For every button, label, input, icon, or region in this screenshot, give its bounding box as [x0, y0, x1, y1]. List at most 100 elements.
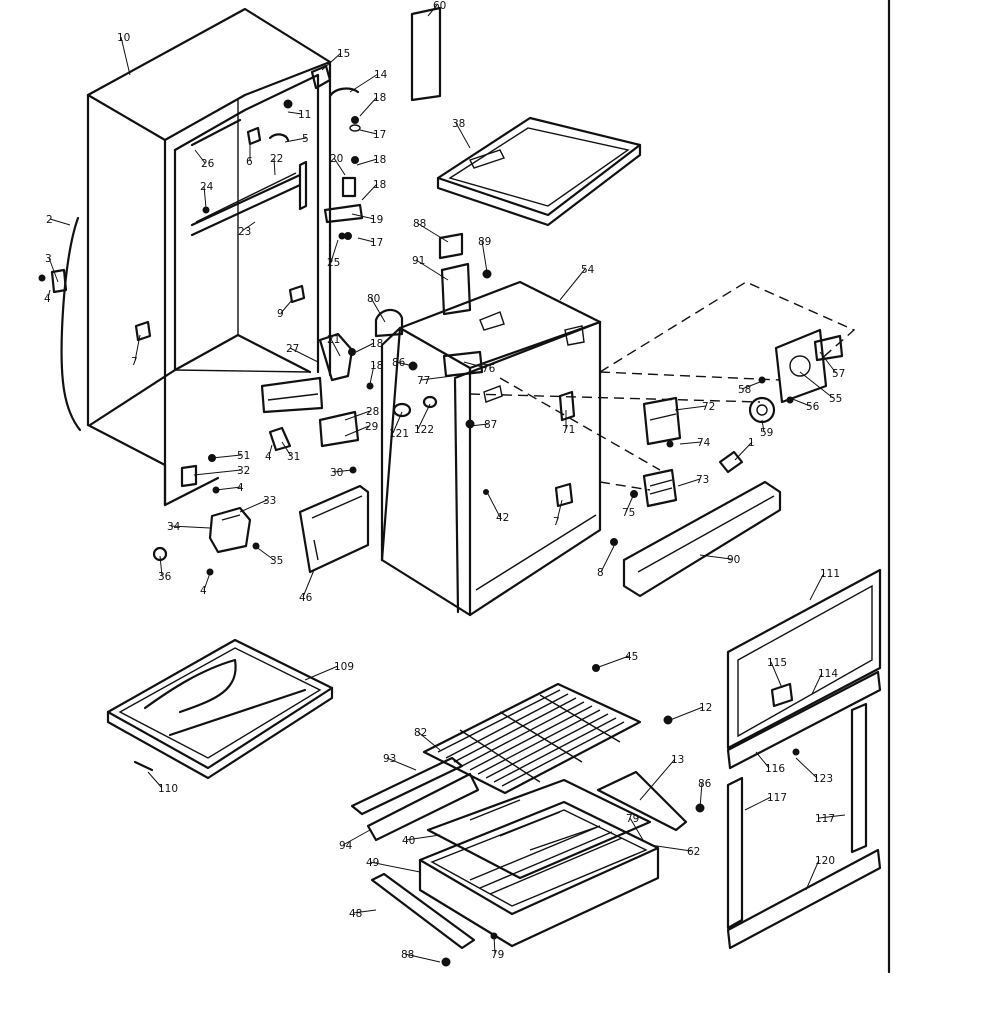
callout-c26: 26	[201, 158, 215, 170]
callout-c120: 120	[815, 855, 835, 867]
leader-line-c120	[805, 859, 820, 891]
leader-line-c18e	[369, 364, 375, 385]
leader-line-c111	[809, 572, 825, 601]
leader-line-c5	[284, 137, 307, 143]
leader-line-c9	[280, 299, 293, 314]
kickplate-trim	[622, 480, 782, 598]
callout-c4a: 4	[44, 293, 51, 305]
leader-line-c59	[761, 419, 765, 433]
callout-c14: 14	[374, 69, 388, 81]
leader-line-c18d	[355, 342, 375, 353]
leader-line-c31	[281, 441, 292, 457]
leader-line-c35	[254, 545, 275, 561]
leader-line-c55	[799, 371, 834, 399]
leader-line-c42	[487, 493, 501, 518]
leader-line-c93	[386, 757, 417, 771]
callout-c117b: 117	[815, 813, 835, 825]
callout-c56: 56	[806, 401, 820, 413]
callout-c46: 46	[299, 592, 313, 604]
access-panel	[410, 6, 442, 102]
door-gaskets	[726, 568, 882, 950]
leader-line-c51	[211, 454, 242, 459]
callout-c75: 75	[622, 507, 635, 519]
callout-c13: 13	[671, 754, 684, 766]
callout-c60: 60	[433, 0, 446, 12]
leader-line-c30	[333, 469, 353, 473]
upper-shelf-rail	[190, 118, 302, 237]
callout-c45: 45	[625, 651, 638, 663]
leader-line-c15	[321, 52, 342, 71]
leader-line-c62	[649, 844, 692, 852]
leader-line-c17b	[357, 237, 375, 243]
leader-line-c88b	[404, 953, 441, 963]
callout-c19: 19	[370, 214, 383, 226]
leader-line-c79b	[493, 935, 496, 955]
callout-c79b: 79	[491, 949, 504, 961]
leader-line-c45	[595, 655, 630, 669]
wire-shelf	[422, 682, 642, 795]
leader-line-c21	[330, 338, 341, 357]
leader-line-c10	[120, 36, 131, 76]
leader-line-c36	[159, 555, 163, 577]
leader-line-c49	[369, 861, 421, 873]
callout-c1: 1	[748, 437, 755, 449]
leader-line-c94	[342, 829, 371, 846]
leader-line-c2	[49, 218, 71, 226]
callout-c21: 21	[327, 334, 340, 346]
toe-grille-cover	[298, 484, 370, 574]
leader-line-c34	[170, 525, 211, 529]
callout-leader-lines	[47, 4, 846, 963]
callout-c91: 91	[412, 255, 425, 267]
callout-c15: 15	[337, 48, 350, 60]
callout-c88b: 88	[401, 949, 414, 961]
leader-line-c117a	[744, 796, 772, 811]
callout-c18a: 18	[373, 92, 386, 104]
callout-c116: 116	[765, 763, 785, 775]
leader-line-c40	[405, 834, 441, 841]
leader-line-c115	[770, 661, 783, 689]
callout-c76: 76	[482, 363, 496, 375]
leader-line-c117b	[818, 814, 846, 819]
crisper-drawer	[418, 800, 660, 948]
callout-c73: 73	[696, 474, 709, 486]
leader-line-c4b	[268, 444, 273, 457]
leader-line-c24	[203, 185, 207, 209]
callout-c4c: 4	[237, 482, 244, 494]
callout-c29: 29	[365, 421, 378, 433]
callout-c110: 110	[158, 783, 178, 795]
callout-c51: 51	[237, 450, 250, 462]
callout-c42: 42	[496, 512, 509, 524]
callout-c18c: 18	[373, 179, 386, 191]
leader-line-c88a	[416, 222, 449, 243]
callout-c2: 2	[46, 214, 53, 226]
leader-line-c75	[625, 495, 634, 513]
callout-c89: 89	[478, 236, 491, 248]
callout-c23: 23	[238, 226, 251, 238]
callout-c10: 10	[117, 32, 130, 44]
callout-c77: 77	[417, 375, 430, 387]
leader-line-c11	[287, 111, 303, 115]
leader-line-c72	[674, 405, 707, 411]
leader-line-c1	[734, 441, 753, 461]
leader-line-c38	[455, 122, 471, 149]
callout-c79a: 79	[626, 813, 639, 825]
callout-c123: 123	[813, 773, 833, 785]
callout-c62: 62	[687, 846, 700, 858]
leader-line-c91	[415, 259, 449, 281]
leader-line-c109	[304, 665, 339, 681]
hinge-hardware	[134, 64, 374, 474]
leader-line-c121	[392, 411, 403, 434]
leader-line-c27	[289, 347, 319, 363]
callout-c18b: 18	[373, 154, 386, 166]
callout-c17a: 17	[373, 129, 386, 141]
callout-c94: 94	[339, 840, 353, 852]
cabinet-shell	[86, 7, 332, 507]
freezer-liner	[380, 280, 602, 617]
callout-c55: 55	[829, 393, 842, 405]
callout-c88a: 88	[413, 218, 426, 230]
callout-c7b: 7	[553, 516, 560, 528]
callout-c20: 20	[330, 153, 343, 165]
leader-line-c3	[48, 257, 59, 283]
callout-c18d: 18	[370, 338, 383, 350]
